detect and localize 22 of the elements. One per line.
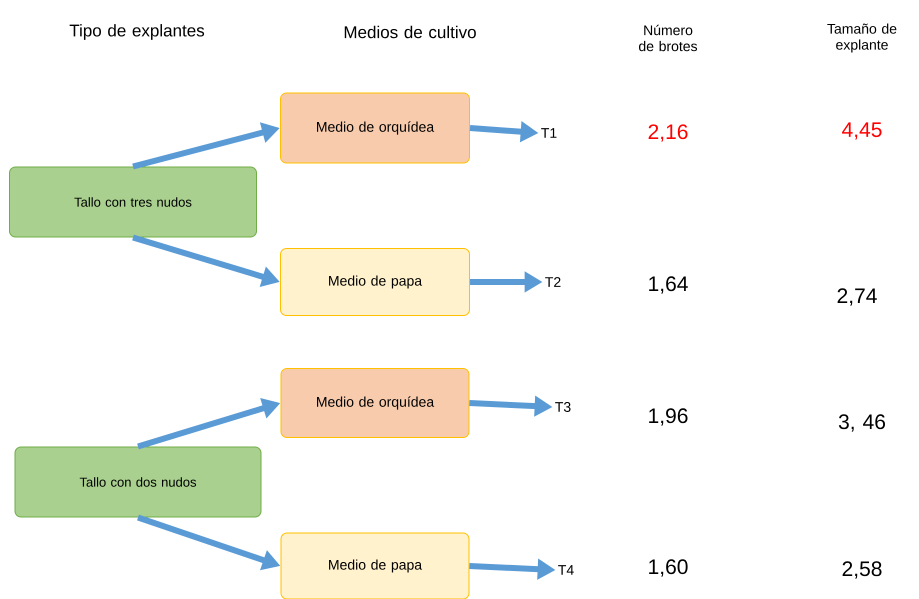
medium-box: Medio de orquídea [280,368,470,438]
value-text: 2,74 [838,288,877,306]
medium-box: Medio de orquídea [280,92,470,164]
medium-box: Medio de papa [280,532,470,599]
value-text: 3, 46 [838,414,885,432]
value-text: 1,96 [649,408,688,426]
column-header: Número de brotes [639,24,698,52]
explant-box: Tallo con dos nudos [14,446,262,518]
medium-box: Medio de papa [280,248,470,316]
value-text: 2,58 [842,561,882,579]
treatment-label: T2 [545,277,560,287]
value-text: 4,45 [842,122,882,140]
value-text: 1,64 [649,276,688,294]
explant-box: Tallo con tres nudos [9,166,257,238]
treatment-label: T3 [555,402,571,412]
column-header: Tipo de explantes [70,24,204,40]
value-text: 2,16 [648,124,688,142]
treatment-label: T4 [558,565,574,575]
treatment-label: T1 [541,128,556,138]
value-text: 1,60 [649,559,688,577]
column-header: Tamaño de explante [827,23,896,52]
column-header: Medios de cultivo [344,26,476,38]
